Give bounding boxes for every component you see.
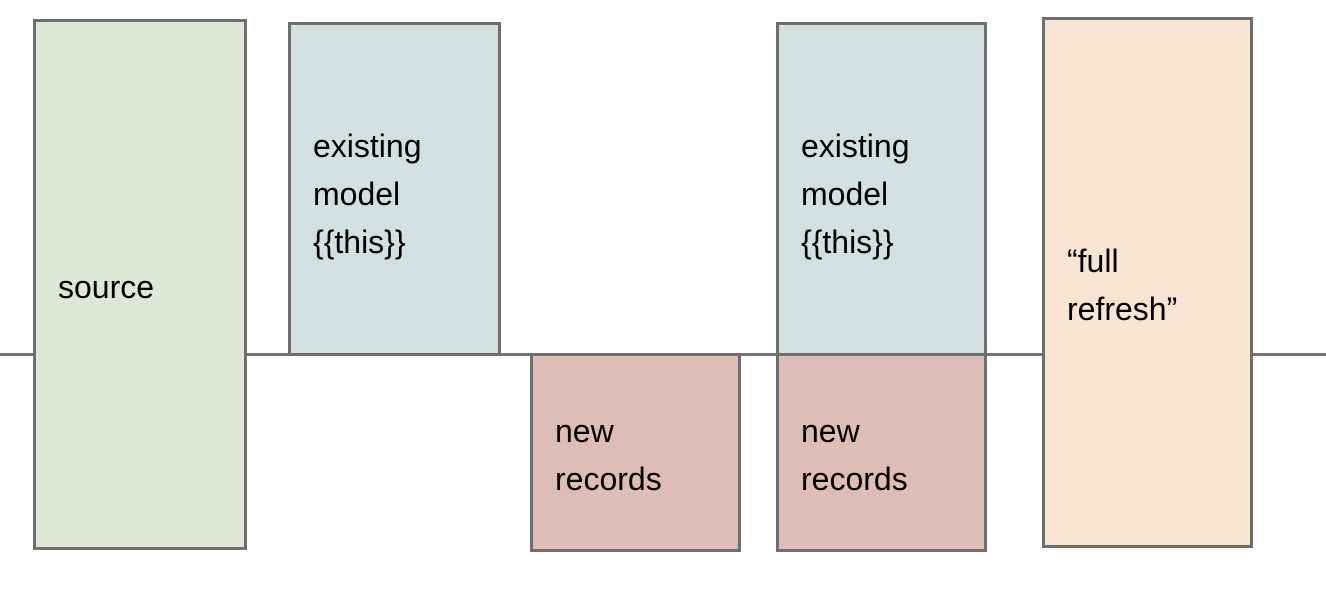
box-existing-model-1[interactable]: existing model {{this}}: [288, 22, 501, 356]
box-new-records-1[interactable]: new records: [530, 353, 741, 552]
box-existing-model-2-label: existing model {{this}}: [801, 128, 910, 260]
box-new-records-2-label: new records: [801, 413, 908, 497]
box-full-refresh[interactable]: “full refresh”: [1042, 17, 1253, 548]
box-source[interactable]: source: [33, 19, 247, 550]
box-existing-model-2[interactable]: existing model {{this}}: [776, 22, 987, 356]
box-existing-model-1-label: existing model {{this}}: [313, 128, 422, 260]
box-new-records-1-label: new records: [555, 413, 662, 497]
box-full-refresh-label: “full refresh”: [1067, 243, 1178, 327]
box-new-records-2[interactable]: new records: [776, 353, 987, 552]
box-source-label: source: [58, 269, 155, 305]
